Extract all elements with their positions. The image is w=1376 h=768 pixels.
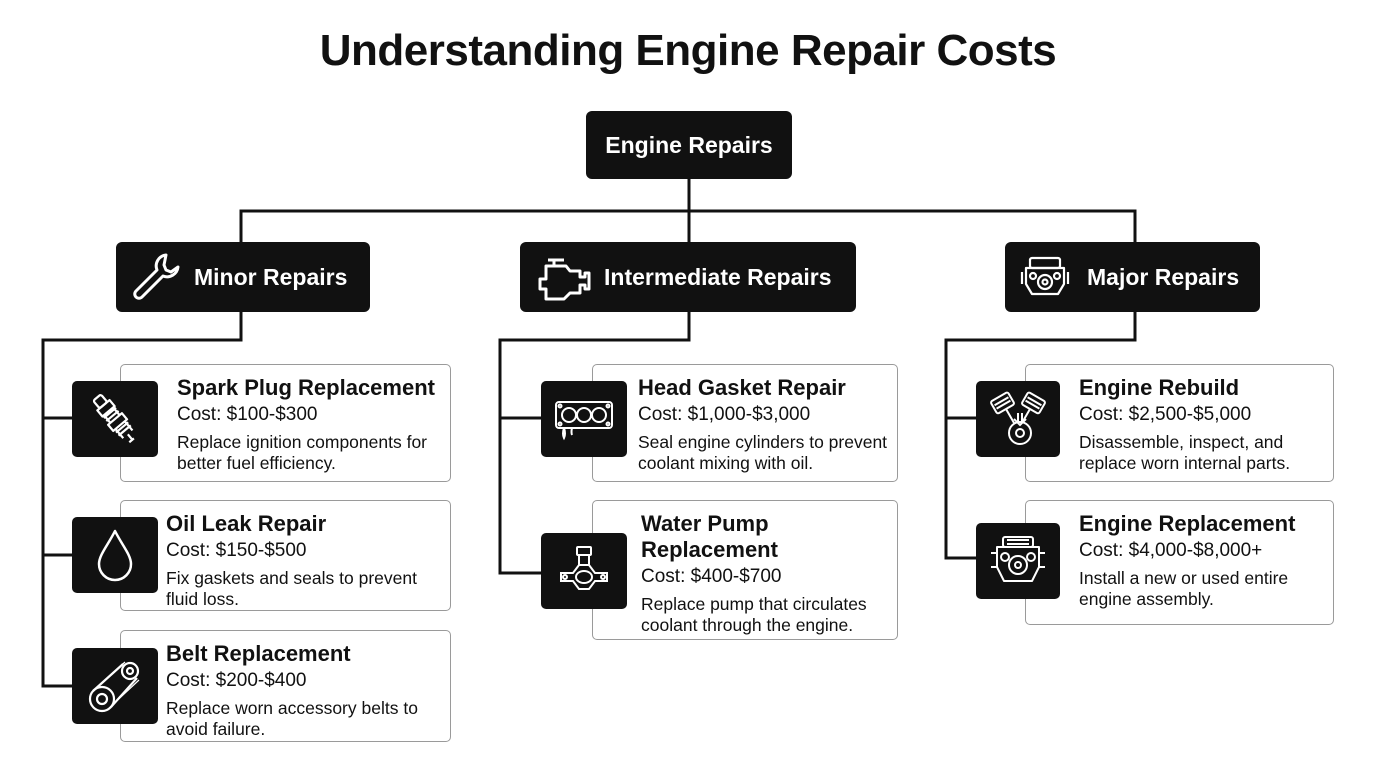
pistons-icon	[976, 381, 1060, 457]
repair-cost: Cost: $400-$700	[641, 566, 782, 587]
repair-description: Seal engine cylinders to prevent coolant…	[638, 432, 888, 473]
repair-cost: Cost: $150-$500	[166, 540, 307, 561]
repair-cost: Cost: $1,000-$3,000	[638, 404, 811, 425]
repair-description: Fix gaskets and seals to prevent fluid l…	[166, 568, 417, 609]
repair-card-belt: Belt Replacement Cost: $200-$400 Replace…	[120, 630, 451, 742]
root-node-label: Engine Repairs	[605, 131, 773, 158]
repair-description: Replace ignition components for better f…	[177, 432, 428, 473]
category-label: Major Repairs	[1087, 263, 1240, 290]
repair-cost: Cost: $4,000-$8,000+	[1079, 540, 1263, 561]
category-major-repairs: Major Repairs	[1005, 242, 1260, 312]
repair-card-water-pump: Water Pump Replacement Cost: $400-$700 R…	[592, 500, 898, 640]
water-pump-icon	[541, 533, 627, 609]
repair-description: Replace worn accessory belts to avoid fa…	[166, 698, 418, 739]
category-label: Minor Repairs	[194, 263, 348, 290]
repair-name: Belt Replacement	[166, 641, 351, 666]
repair-card-oil-leak: Oil Leak Repair Cost: $150-$500 Fix gask…	[120, 500, 451, 611]
root-node-engine-repairs: Engine Repairs	[586, 111, 792, 179]
repair-name: Water Pump Replacement	[641, 511, 778, 562]
oil-drop-icon	[72, 517, 158, 593]
repair-cost: Cost: $100-$300	[177, 404, 318, 425]
repair-card-head-gasket: Head Gasket Repair Cost: $1,000-$3,000 S…	[592, 364, 898, 482]
page-title: Understanding Engine Repair Costs	[319, 26, 1057, 75]
repair-name: Head Gasket Repair	[638, 375, 846, 400]
spark-plug-icon	[72, 381, 158, 457]
repair-name: Engine Rebuild	[1079, 375, 1240, 400]
repair-card-spark-plug: Spark Plug Replacement Cost: $100-$300 R…	[120, 364, 451, 482]
engine-icon	[976, 523, 1060, 599]
repair-card-engine-replacement: Engine Replacement Cost: $4,000-$8,000+ …	[1025, 500, 1334, 625]
category-label: Intermediate Repairs	[604, 263, 832, 290]
repair-name: Spark Plug Replacement	[177, 375, 435, 400]
belt-icon	[72, 648, 158, 724]
repair-description: Disassemble, inspect, and replace worn i…	[1079, 432, 1291, 473]
wrench-icon	[128, 249, 184, 305]
category-intermediate-repairs: Intermediate Repairs	[520, 242, 856, 312]
check-engine-icon	[532, 249, 594, 305]
category-minor-repairs: Minor Repairs	[116, 242, 370, 312]
repair-description: Install a new or used entire engine asse…	[1079, 568, 1289, 609]
repair-card-engine-rebuild: Engine Rebuild Cost: $2,500-$5,000 Disas…	[1025, 364, 1334, 482]
repair-name: Engine Replacement	[1079, 511, 1296, 536]
repair-cost: Cost: $200-$400	[166, 670, 307, 691]
repair-description: Replace pump that circulates coolant thr…	[641, 594, 867, 635]
repair-name: Oil Leak Repair	[166, 511, 327, 536]
engine-block-icon	[1017, 249, 1073, 305]
repair-cost: Cost: $2,500-$5,000	[1079, 404, 1252, 425]
head-gasket-icon	[541, 381, 627, 457]
